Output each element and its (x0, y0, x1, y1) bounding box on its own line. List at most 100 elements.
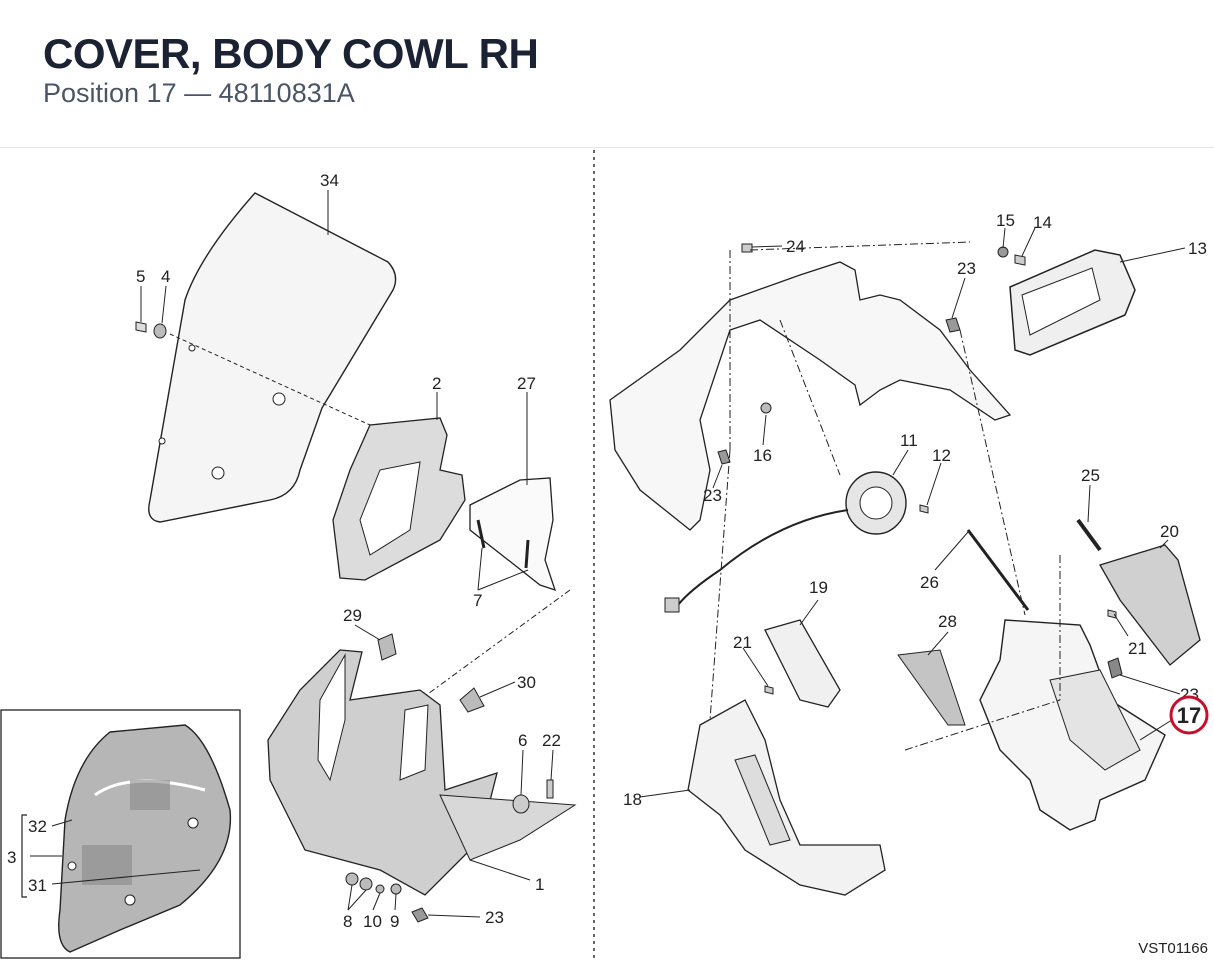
grommet-part[interactable] (377, 633, 397, 661)
page-title: COVER, BODY COWL RH (43, 30, 539, 77)
grip-pattern (130, 780, 170, 810)
screen-inset-part[interactable] (58, 724, 232, 953)
body-cowl-part[interactable] (687, 699, 886, 896)
callout-34: 34 (320, 171, 339, 190)
callout-30: 30 (517, 673, 536, 692)
drawing-code: VST01166 (1138, 940, 1208, 957)
screw-part[interactable] (741, 243, 753, 253)
stud-part[interactable] (1014, 254, 1026, 266)
callout-25: 25 (1081, 466, 1100, 485)
callout-22: 22 (542, 731, 561, 750)
screw-part[interactable] (135, 321, 147, 333)
washer-part[interactable] (345, 872, 359, 886)
screw-part[interactable] (764, 685, 774, 695)
screw-part[interactable] (390, 883, 402, 895)
upper-fairing-part[interactable] (267, 649, 498, 896)
spacer-part[interactable] (153, 323, 167, 339)
windscreen-part[interactable] (148, 192, 397, 523)
callout-24: 24 (786, 237, 805, 256)
callout-23: 23 (485, 908, 504, 927)
assembly-line (779, 319, 841, 476)
horn-cable (677, 509, 849, 606)
callout-6: 6 (518, 731, 527, 750)
screen-hole (187, 817, 199, 829)
callout-28: 28 (938, 612, 957, 631)
callout-23: 23 (957, 259, 976, 278)
assembly-line (709, 449, 731, 721)
callout-29: 29 (343, 606, 362, 625)
callout-19: 19 (809, 578, 828, 597)
horn-center (859, 486, 893, 520)
grommet-part[interactable] (997, 246, 1009, 258)
screen-hole (272, 392, 286, 406)
fairing-inner (399, 704, 429, 781)
callout-18: 18 (623, 790, 642, 809)
callout-11: 11 (900, 431, 918, 450)
callout-4: 4 (161, 267, 170, 286)
page-subtitle: Position 17 — 48110831A (43, 78, 355, 109)
callout-26: 26 (920, 573, 939, 592)
callout-5: 5 (136, 267, 145, 286)
leader-lines (30, 190, 1186, 918)
spring-part[interactable] (1076, 518, 1102, 552)
callout-2: 2 (432, 374, 441, 393)
screen-hole (158, 437, 166, 445)
clip-part[interactable] (945, 317, 961, 333)
callout-31: 31 (28, 876, 47, 895)
horn-connector (664, 597, 680, 613)
subtitle-dash: — (184, 78, 212, 108)
header: COVER, BODY COWL RH Position 17 — 481108… (0, 0, 1214, 148)
callout-9: 9 (390, 912, 399, 931)
lower-panel-part[interactable] (439, 794, 577, 861)
callout-15: 15 (996, 211, 1015, 230)
screw-part[interactable] (546, 779, 554, 799)
cap-part[interactable] (512, 794, 530, 814)
callout-7: 7 (473, 591, 482, 610)
dashboard-screen (1021, 267, 1101, 336)
group-bracket (21, 814, 27, 898)
cowl-vent (734, 754, 791, 846)
grommet-part[interactable] (459, 687, 485, 713)
fairing-frame-part[interactable] (609, 261, 1012, 531)
screen-hole (211, 466, 225, 480)
callout-23: 23 (703, 486, 722, 505)
washer-part[interactable] (359, 877, 373, 891)
mount-bracket-part[interactable] (469, 477, 557, 592)
callout-1: 1 (535, 875, 544, 894)
screw-part[interactable] (1107, 609, 1117, 619)
nut-part[interactable] (760, 402, 772, 414)
screen-hole (124, 894, 136, 906)
highlight-marker[interactable]: 17 (1169, 695, 1209, 735)
callout-8: 8 (343, 912, 352, 931)
cowl-window (1049, 669, 1141, 771)
shield-part[interactable] (897, 649, 966, 726)
spring-part[interactable] (476, 519, 530, 569)
position-label: Position 17 (43, 78, 177, 108)
screen-hole (188, 344, 196, 352)
callout-20: 20 (1160, 522, 1179, 541)
assembly-line (169, 333, 371, 426)
callout-21: 21 (733, 633, 752, 652)
clip-part[interactable] (717, 449, 731, 465)
highlight-label: 17 (1177, 703, 1201, 728)
assembly-line (749, 241, 971, 251)
callout-14: 14 (1033, 213, 1052, 232)
assembly-line (959, 329, 1026, 616)
clip-part[interactable] (1107, 657, 1123, 679)
screw-part[interactable] (919, 504, 929, 514)
callout-3: 3 (7, 848, 16, 867)
cover-part[interactable] (1099, 544, 1201, 666)
callout-10: 10 (363, 912, 382, 931)
rod-part[interactable] (966, 529, 1030, 611)
callout-27: 27 (517, 374, 536, 393)
callout-32: 32 (28, 817, 47, 836)
fairing-inner (317, 653, 346, 782)
clip-part[interactable] (411, 907, 429, 923)
nut-part[interactable] (375, 884, 385, 894)
callout-12: 12 (932, 446, 951, 465)
bracket-cutout (359, 461, 421, 556)
assembly-line (904, 699, 1061, 751)
screen-hole (67, 861, 77, 871)
cover-part[interactable] (764, 619, 841, 708)
